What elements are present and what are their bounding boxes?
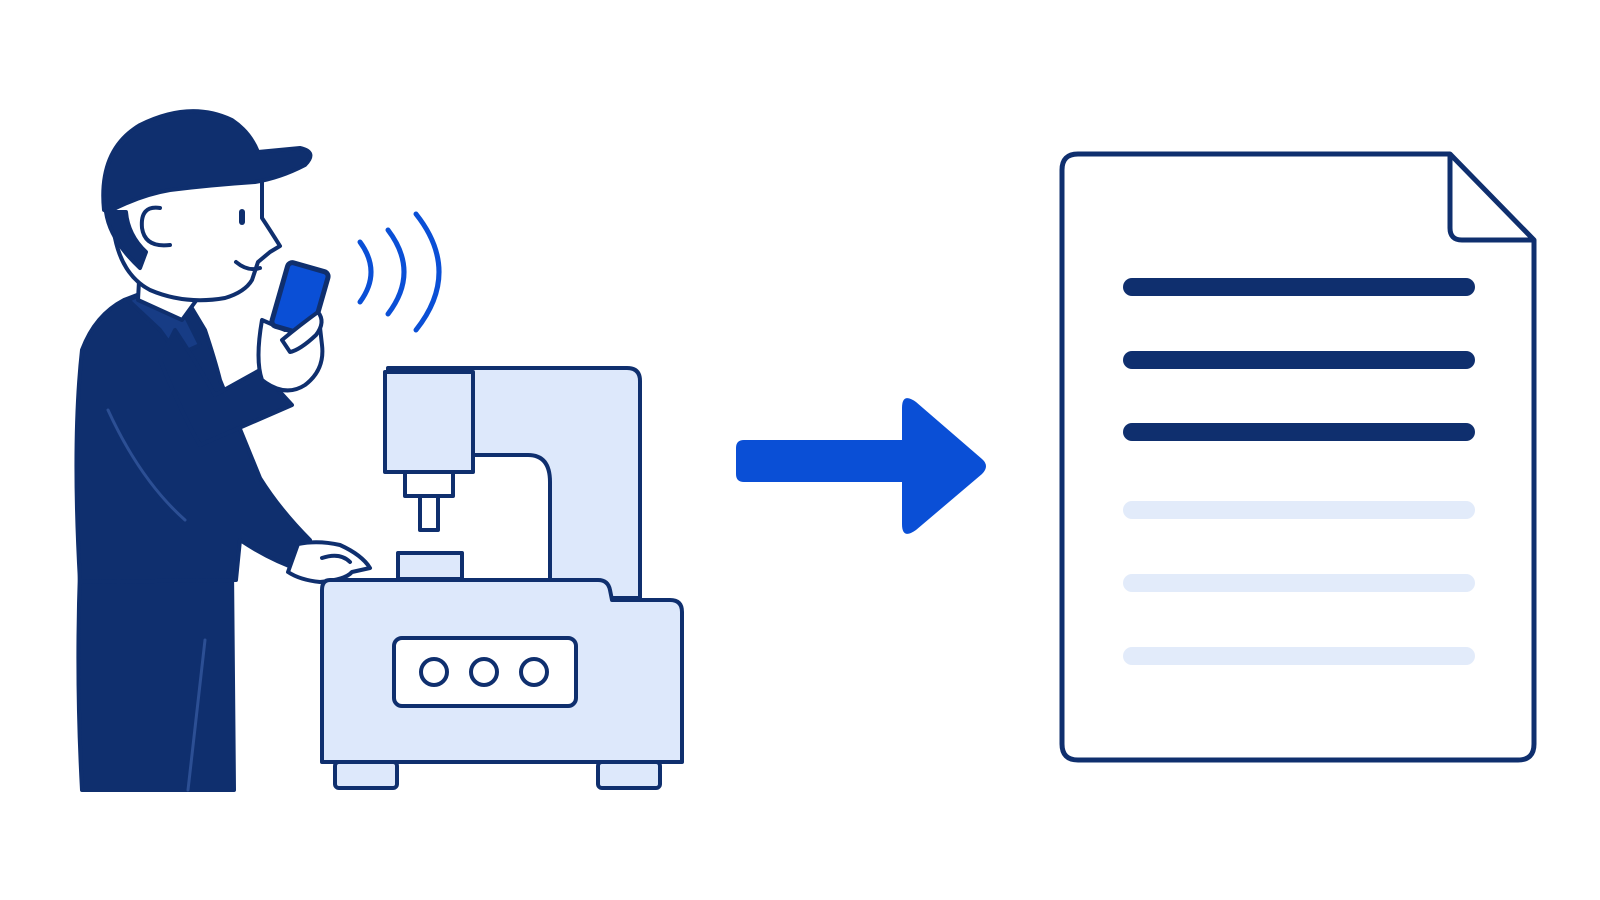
- worker-ear: [139, 205, 172, 248]
- machine-spindle: [403, 470, 455, 498]
- machine-tool: [418, 494, 440, 532]
- sound-wave-large: [413, 211, 442, 333]
- worker-sleeve-fold: [106, 408, 187, 522]
- worker-fingers: [320, 553, 352, 564]
- machine-panel-button-1: [419, 657, 449, 687]
- machine-icon: [320, 366, 684, 790]
- machine-foot-left: [333, 760, 399, 790]
- worker-leg-seam: [186, 638, 207, 792]
- document-corner-fold: [1447, 154, 1534, 243]
- machine-panel-button-2: [469, 657, 499, 687]
- worker-icon: [74, 109, 372, 792]
- sound-waves-icon: [357, 211, 442, 333]
- document-icon: [1059, 151, 1537, 763]
- worker-cap: [101, 109, 313, 214]
- worker-hand-lower: [286, 540, 372, 584]
- sound-wave-medium: [385, 227, 407, 317]
- document-page: [1059, 151, 1537, 763]
- worker-mouth: [234, 260, 262, 272]
- machine-workpiece: [396, 551, 464, 581]
- machine-spindle-head: [383, 370, 475, 474]
- worker-trousers: [76, 566, 236, 792]
- document-text-lines: [1123, 278, 1475, 665]
- machine-foot-right: [596, 760, 662, 790]
- sound-wave-small: [357, 239, 374, 305]
- worker-hair: [104, 210, 148, 270]
- machine-panel-button-3: [519, 657, 549, 687]
- right-arrow-icon: [736, 398, 986, 534]
- worker-thumb: [280, 310, 324, 354]
